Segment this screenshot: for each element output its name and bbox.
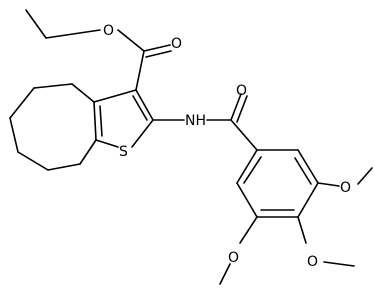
- bond-methoxy-2-o: [297, 216, 307, 244]
- bond-methoxy-3-ch3: [219, 263, 231, 285]
- bond-amide-double-a: [230, 93, 242, 121]
- amide-oxygen-label: O: [236, 83, 247, 99]
- bond-thiophene-c7a-c3a-double-a: [93, 101, 97, 141]
- bond-cyclo-6: [47, 163, 81, 171]
- bond-benzene-6: [236, 149, 258, 184]
- bond-benzene-6-inner: [243, 156, 262, 184]
- bond-thiophene-c2-s: [131, 119, 154, 148]
- bond-ethyl-ch2-o: [45, 29, 101, 39]
- amide-nh-label: NH: [185, 113, 206, 129]
- bond-o-carbonyl-c: [117, 29, 145, 52]
- bond-cyclo-5: [17, 151, 49, 171]
- methoxy-oxygen-2-label: O: [307, 254, 318, 270]
- bonds: [9, 9, 373, 285]
- bond-amide-double-b: [236, 95, 248, 123]
- atom-labels: O O S NH O O O O: [103, 23, 351, 270]
- bond-cyclo-4: [9, 117, 19, 153]
- thiophene-sulfur-label: S: [119, 144, 128, 160]
- bond-thiophene-s-c7a: [95, 139, 119, 148]
- bond-benzene-2: [297, 149, 319, 184]
- ester-ether-oxygen-label: O: [103, 23, 114, 39]
- bond-carbonyl-double-a: [143, 44, 171, 52]
- bond-carbonyl-c-ring: [135, 50, 145, 91]
- bond-methoxy-1-ch3: [357, 167, 373, 185]
- bond-carbonyl-double-b: [145, 50, 172, 58]
- methoxy-oxygen-3-label: O: [228, 250, 239, 266]
- bond-methoxy-2-ch3: [323, 261, 355, 267]
- bond-cyclo-3: [9, 87, 35, 119]
- bond-thiophene-c3-c3a: [93, 89, 137, 103]
- bond-methoxy-3-o: [239, 216, 258, 244]
- bond-methoxy-1-o: [317, 182, 340, 187]
- bond-benzene-3: [297, 182, 319, 218]
- bond-ethyl-ch3: [25, 9, 47, 39]
- bond-benzene-2-inner: [294, 157, 312, 185]
- bond-cyclo-7: [79, 139, 97, 165]
- ester-carbonyl-oxygen-label: O: [171, 36, 182, 52]
- bond-amide-c-ring: [230, 119, 258, 151]
- methoxy-oxygen-1-label: O: [340, 180, 351, 196]
- bond-thiophene-c3-c2-double-b: [132, 95, 148, 121]
- bond-thiophene-c3-c2-double-a: [135, 89, 154, 121]
- bond-cyclo-2: [33, 83, 73, 89]
- bond-cyclo-1: [71, 83, 95, 103]
- bond-benzene-5: [236, 182, 258, 218]
- bond-thiophene-c7a-c3a-double-b: [99, 105, 103, 137]
